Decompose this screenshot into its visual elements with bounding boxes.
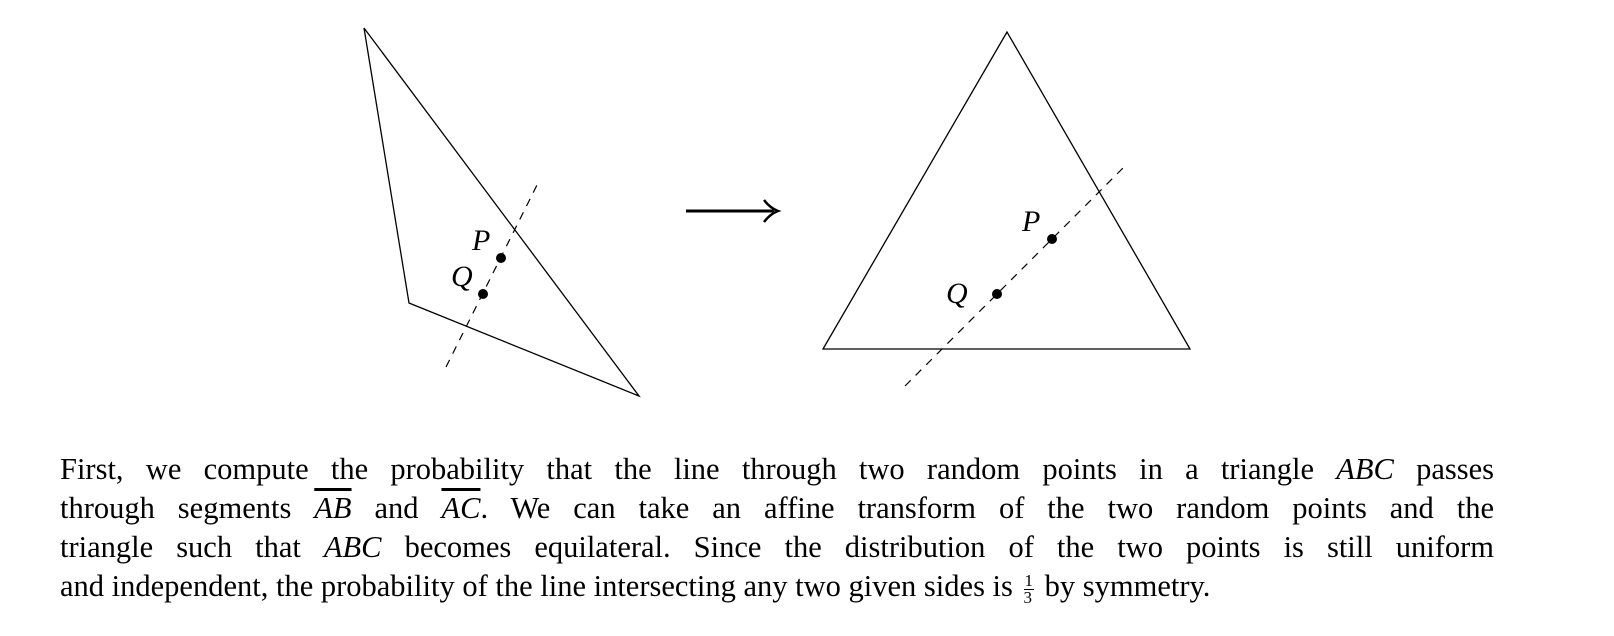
fraction-numerator: 1: [1023, 570, 1035, 590]
right-label-q: Q: [946, 277, 968, 310]
text-run: passes: [1416, 452, 1495, 486]
right-point-p: [1047, 234, 1057, 244]
body-paragraph: First, we compute the probability that t…: [60, 450, 1494, 606]
left-triangle-figure: P Q: [363, 27, 641, 398]
left-label-q: Q: [451, 260, 473, 293]
paragraph-line-4: and independent, the probability of the …: [60, 567, 1494, 606]
text-run: . We can take an affine transform of the…: [480, 491, 1494, 525]
right-label-p: P: [1021, 205, 1040, 238]
text-run: First, we compute the probability that t…: [60, 452, 1314, 486]
math-segment-ac: AC: [441, 491, 481, 525]
text-run: triangle such that: [60, 530, 301, 564]
math-segment-ab: AB: [314, 491, 352, 525]
right-dashed-line: [904, 164, 1127, 387]
fraction-denominator: 3: [1023, 587, 1033, 607]
math-abc: ABC: [1336, 452, 1394, 486]
text-run: through segments: [60, 491, 292, 525]
long-right-arrow-icon: [686, 199, 782, 223]
left-point-p: [496, 253, 506, 263]
right-point-q: [992, 289, 1002, 299]
paragraph-line-2: through segments AB and AC. We can take …: [60, 489, 1494, 528]
text-run: and: [374, 491, 419, 525]
text-run: becomes equilateral. Since the distribut…: [404, 530, 1495, 564]
text-run: and independent, the probability of the …: [60, 569, 1013, 603]
equilateral-triangle: [821, 30, 1192, 350]
figure: P Q P Q: [363, 27, 1192, 398]
right-triangle-figure: P Q: [821, 30, 1192, 387]
left-dashed-line: [445, 184, 538, 368]
math-abc: ABC: [323, 530, 382, 564]
left-label-p: P: [471, 224, 490, 257]
left-triangle: [363, 27, 641, 398]
text-run: by symmetry.: [1044, 569, 1211, 603]
left-point-q: [478, 289, 488, 299]
paragraph-line-1: First, we compute the probability that t…: [60, 450, 1494, 489]
paragraph-line-3: triangle such that ABC becomes equilater…: [60, 528, 1494, 567]
